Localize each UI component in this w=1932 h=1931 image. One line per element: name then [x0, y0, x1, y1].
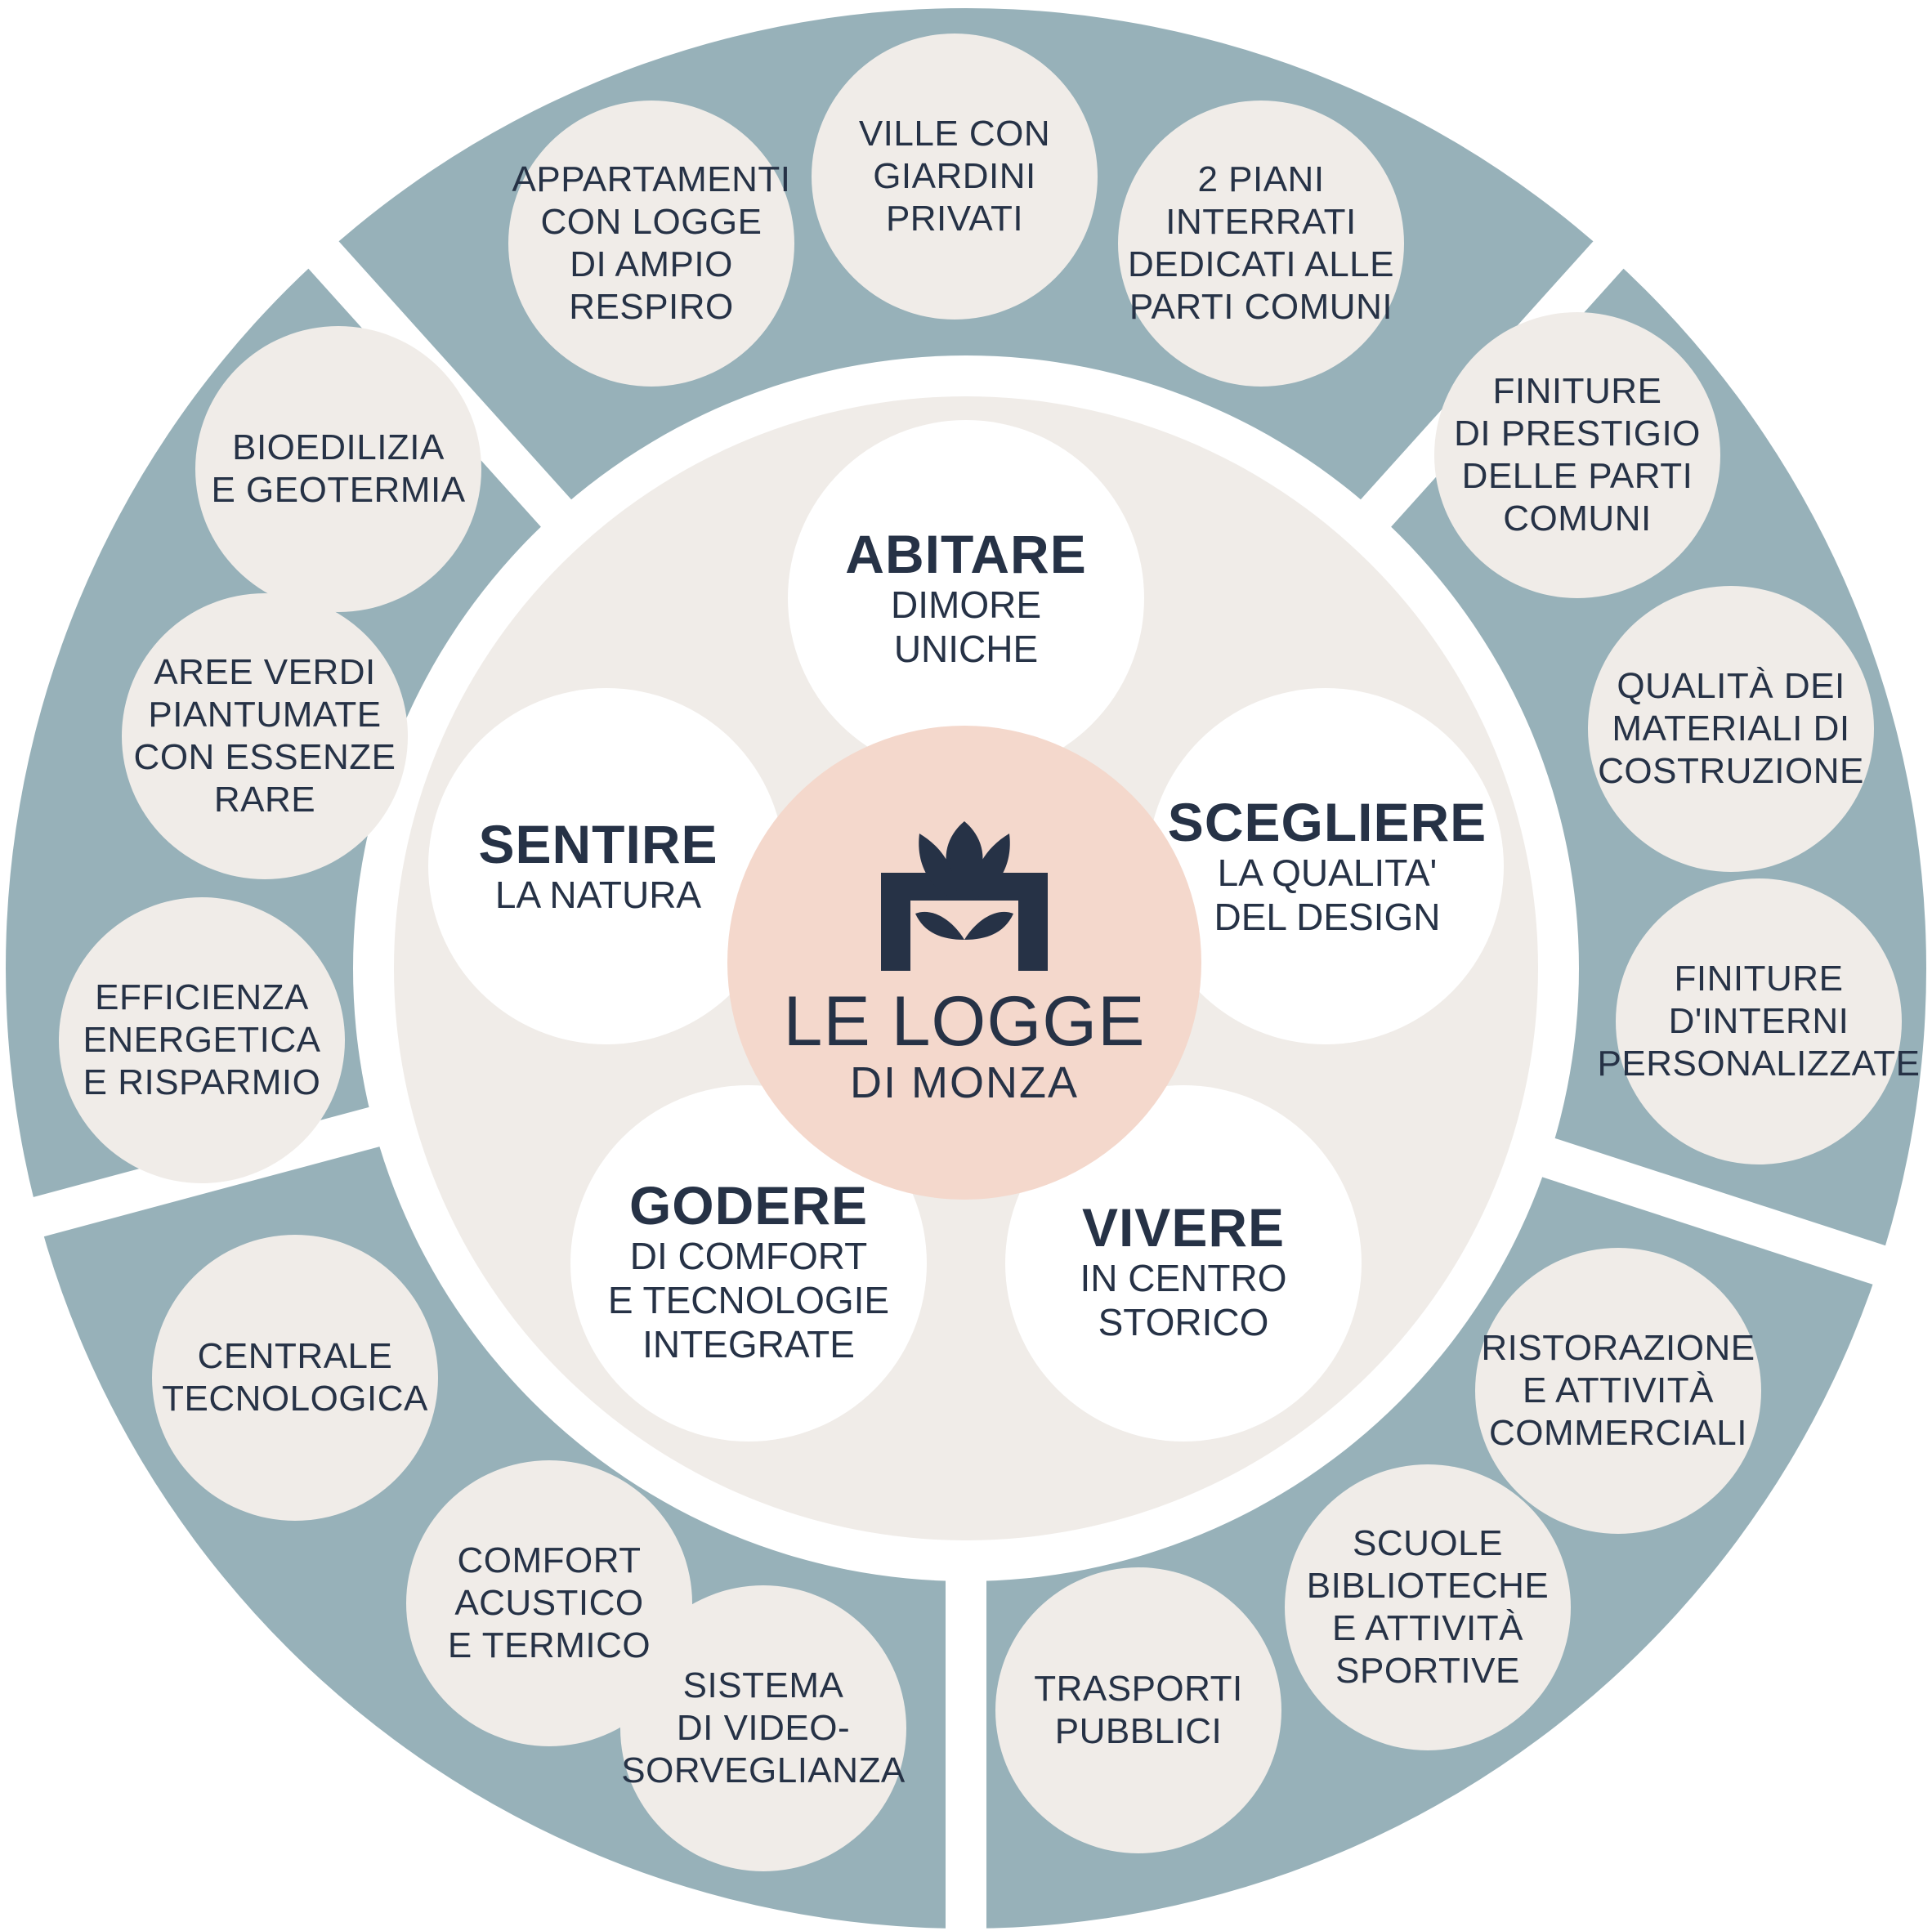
logo-petal-left	[919, 834, 958, 901]
bubble-videosorveglianza	[620, 1585, 906, 1871]
logo-petal-center	[946, 821, 983, 899]
lotus-m-monogram-icon	[881, 821, 1048, 971]
bubble-finiture-interni	[1616, 878, 1902, 1164]
bubble-finiture-prestigio	[1434, 312, 1720, 598]
bubble-ville	[812, 34, 1098, 320]
feature-bubbles	[59, 34, 1902, 1871]
petal-abitare	[788, 420, 1144, 776]
bubble-appartamenti	[508, 101, 794, 387]
logo-petal-right	[971, 834, 1010, 901]
petal-scegliere	[1147, 688, 1504, 1044]
bubble-efficienza	[59, 897, 345, 1183]
theme-petals	[428, 420, 1504, 1442]
petal-sentire	[428, 688, 785, 1044]
bubble-ristorazione	[1475, 1248, 1761, 1534]
bubble-scuole	[1285, 1464, 1571, 1750]
bubble-bioedilizia	[195, 326, 481, 612]
bubble-centrale-tecnologica	[152, 1235, 438, 1521]
logo-leaf-left	[915, 911, 964, 940]
petal-vivere	[1005, 1085, 1362, 1442]
bubble-comfort-acustico	[406, 1460, 692, 1746]
center-circle	[727, 726, 1201, 1200]
petal-godere	[570, 1085, 927, 1442]
bubble-aree-verdi	[122, 593, 408, 879]
logo-m-frame	[881, 873, 1048, 971]
logo-leaf-right	[964, 911, 1013, 940]
bubble-piani-interrati	[1118, 101, 1404, 387]
bubble-trasporti	[995, 1567, 1281, 1853]
bubble-qualita-materiali	[1588, 586, 1874, 872]
